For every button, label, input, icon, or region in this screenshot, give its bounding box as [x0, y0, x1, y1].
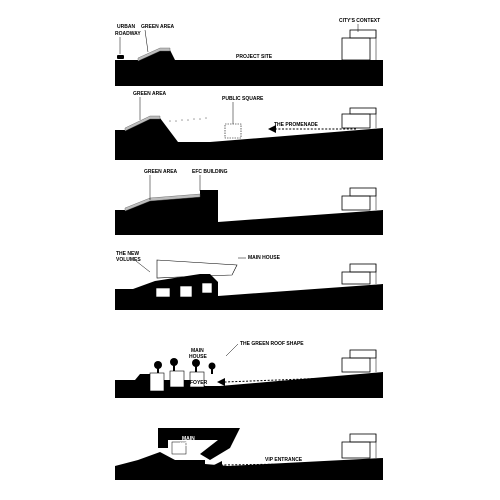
ground-section-4 [115, 274, 383, 310]
new-volume-openings [140, 282, 213, 298]
public-square-outline [224, 123, 242, 139]
panel-efc-building: GREEN AREA EFC BUILDING [115, 169, 383, 235]
label-green-area: GREEN AREA [133, 91, 167, 97]
label-green-roof-shape: THE GREEN ROOF SHAPE [240, 341, 304, 347]
ground-section-3 [115, 190, 383, 235]
label-main: MAIN [182, 436, 195, 442]
label-citys-context: CITY'S CONTEXT [339, 18, 380, 24]
label-project-site: PROJECT SITE [236, 54, 273, 60]
label-roadway: ROADWAY [115, 31, 141, 37]
label-the-new: THE NEW [116, 251, 139, 257]
label-efc-building: EFC BUILDING [192, 169, 228, 175]
label-vip-entrance: VIP ENTRANCE [265, 457, 303, 463]
main-house-cantilever [158, 428, 240, 460]
ground-section-1 [115, 50, 383, 86]
label-house: HOUSE [180, 442, 198, 448]
city-buildings [341, 349, 377, 373]
label-main: MAIN [191, 348, 204, 354]
label-house: HOUSE [189, 354, 207, 360]
city-buildings [341, 29, 377, 61]
ground-section-2 [115, 118, 383, 160]
foyer-arrow-line [224, 376, 357, 383]
tree-icons [154, 358, 216, 374]
label-green-area: GREEN AREA [144, 169, 178, 175]
city-buildings [341, 263, 377, 285]
vip-arrowhead [214, 461, 222, 469]
panel-new-volumes: THE NEW VOLUMES MAIN HOUSE [115, 251, 383, 310]
label-green-area: GREEN AREA [141, 24, 175, 30]
label-public-square: PUBLIC SQUARE [222, 96, 264, 102]
leader-green-roof-shape [225, 343, 239, 357]
city-buildings [341, 187, 377, 211]
car-icon [117, 55, 124, 59]
vip-arrow-line [221, 462, 357, 466]
label-promenade: THE PROMENADE [274, 122, 319, 128]
panel-green-roof: MAIN HOUSE THE GREEN ROOF SHAPE FOYER [115, 341, 383, 398]
dotted-line [169, 117, 207, 122]
ground-section-6 [115, 452, 383, 480]
foyer-arrowhead [217, 378, 225, 386]
leader-green-area [144, 29, 149, 53]
green-area-slope [124, 115, 161, 132]
label-volumes: VOLUMES [116, 257, 141, 263]
panel-public-square: GREEN AREA PUBLIC SQUARE THE PROMENADE [115, 91, 383, 160]
label-urban: URBAN [117, 24, 135, 30]
city-buildings [341, 433, 377, 459]
promenade-arrowhead [268, 125, 276, 133]
panel-vip-entrance: MAIN HOUSE VIP ENTRANCE [115, 428, 383, 480]
label-main-house: MAIN HOUSE [248, 255, 281, 261]
label-foyer: FOYER [190, 380, 208, 386]
city-buildings [341, 107, 377, 129]
panel-project-site: URBAN ROADWAY GREEN AREA PROJECT SITE CI… [115, 18, 383, 86]
house-interior-opening [171, 441, 187, 455]
green-area-strip [137, 47, 171, 62]
main-house-outline [156, 259, 238, 279]
leader-new-volumes [135, 260, 151, 273]
